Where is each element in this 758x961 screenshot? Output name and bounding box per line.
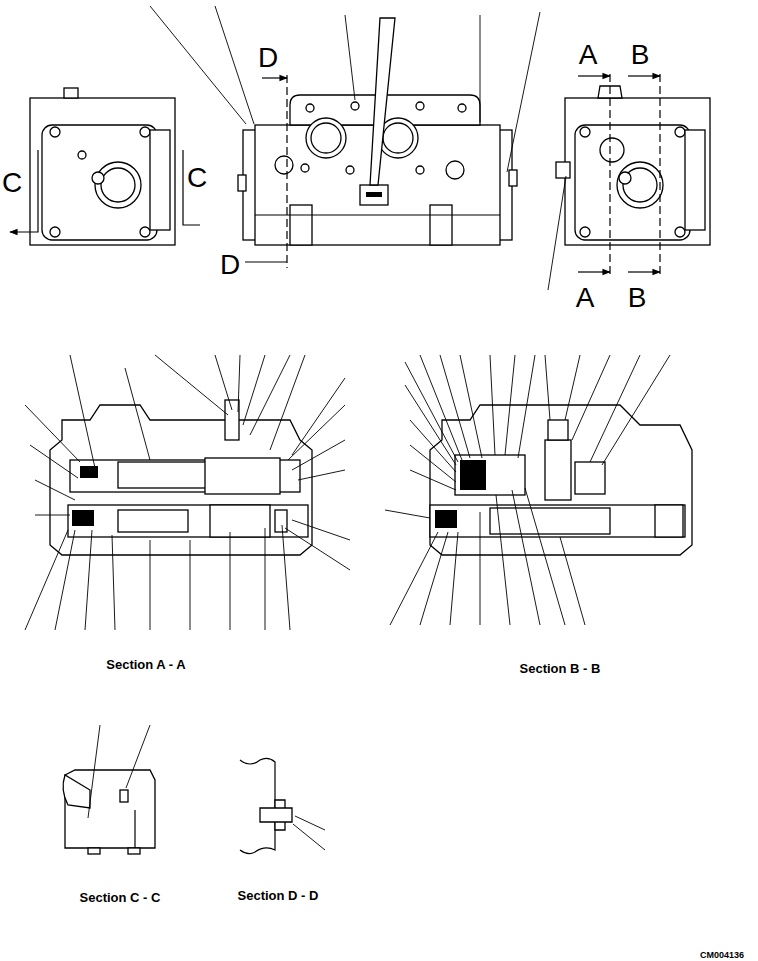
end-view-right xyxy=(548,74,710,290)
section-title: Section C - C xyxy=(80,891,161,904)
section-c-view xyxy=(63,725,155,854)
section-letter: D xyxy=(220,251,240,279)
section-letter: C xyxy=(187,164,207,192)
section-title: Section A - A xyxy=(106,658,185,671)
section-letter: B xyxy=(628,284,647,312)
section-a-view xyxy=(25,355,350,630)
section-letter: A xyxy=(576,284,595,312)
section-letter: A xyxy=(579,41,598,69)
section-b-view xyxy=(385,355,692,625)
section-letter: C xyxy=(2,169,22,197)
section-title: Section B - B xyxy=(520,662,601,675)
section-d-view xyxy=(240,758,325,853)
section-title: Section D - D xyxy=(238,889,319,902)
section-letter: D xyxy=(258,44,278,72)
side-view xyxy=(150,6,540,268)
drawing-number: CM004136 xyxy=(700,951,744,960)
end-view-left xyxy=(10,88,200,245)
section-letter: B xyxy=(631,41,650,69)
